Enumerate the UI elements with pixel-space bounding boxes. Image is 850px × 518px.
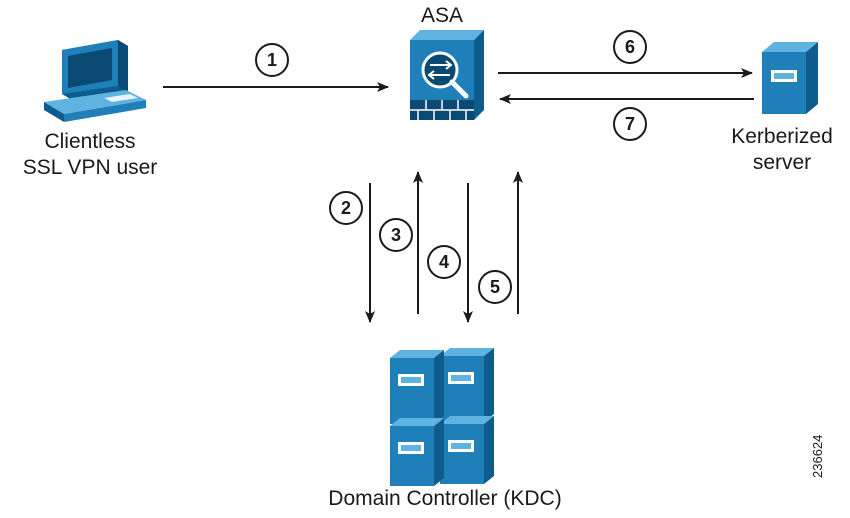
- kdc-label: Domain Controller (KDC): [328, 487, 562, 510]
- user-label-line1: Clientless: [44, 130, 136, 153]
- server-cluster-icon: [390, 348, 494, 486]
- step-badge-5: 5: [478, 270, 512, 304]
- server-label-line2: server: [752, 151, 812, 174]
- asa-label: ASA: [420, 4, 464, 27]
- step-badge-7: 7: [613, 107, 647, 141]
- firewall-icon: [410, 30, 484, 120]
- workstation-icon: [44, 40, 146, 122]
- step-badge-3: 3: [379, 218, 413, 252]
- step-badge-6: 6: [613, 30, 647, 64]
- step-badge-1: 1: [255, 43, 289, 77]
- step-badge-4: 4: [427, 245, 461, 279]
- figure-id: 236624: [810, 434, 825, 478]
- server-icon: [762, 42, 818, 114]
- step-badge-2: 2: [329, 191, 363, 225]
- user-label-line2: SSL VPN user: [22, 156, 158, 179]
- server-label-line1: Kerberized: [731, 125, 833, 148]
